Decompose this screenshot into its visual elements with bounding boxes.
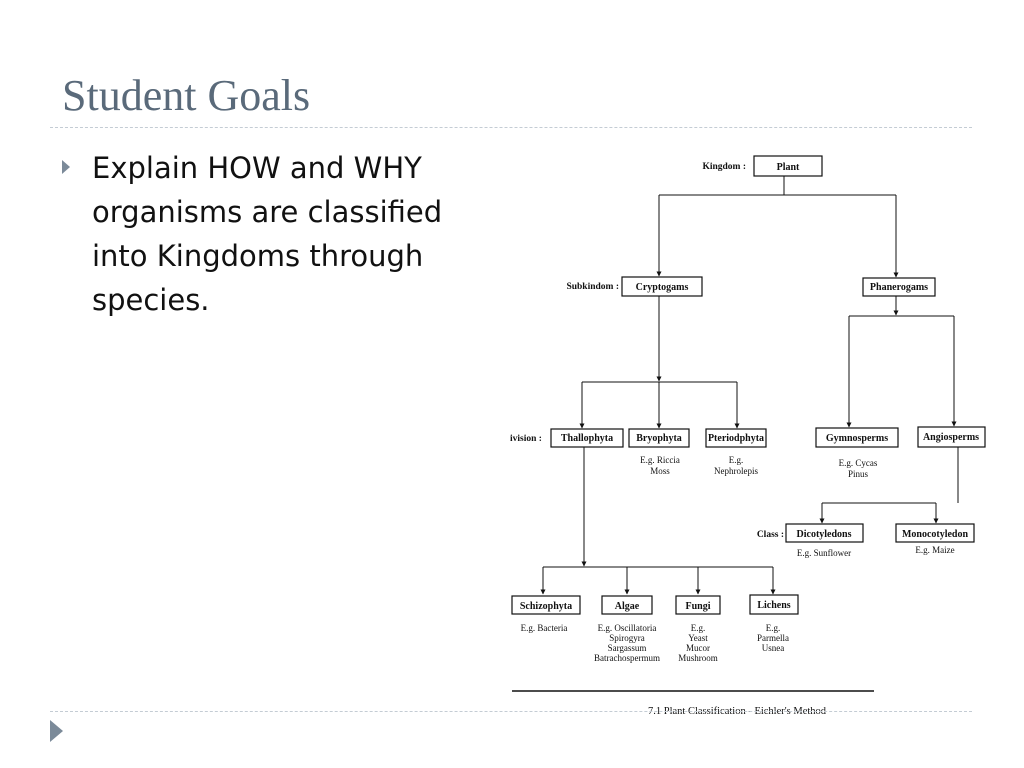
example-line: Mushroom [678, 653, 718, 663]
examples-pteridophyta: E.g. Nephrolepis [714, 455, 758, 476]
level-label-subkingdom: Subkindom : [566, 282, 619, 292]
examples-algae: E.g. Oscillatoria Spirogyra Sargassum Ba… [594, 623, 660, 663]
example-line: E.g. Riccia [640, 455, 680, 465]
node-label: Cryptogams [636, 282, 689, 293]
example-line: Moss [650, 466, 670, 476]
node-label: Monocotyledon [902, 529, 969, 540]
node-algae: Algae [601, 595, 653, 615]
node-plant: Plant [753, 155, 823, 177]
node-label: Gymnosperms [826, 433, 888, 444]
level-label-division: ivision : [510, 434, 542, 444]
node-label: Thallophyta [561, 433, 613, 444]
bullet-text: Explain HOW and WHY organisms are classi… [92, 151, 443, 317]
example-line: Pinus [848, 469, 869, 479]
node-fungi: Fungi [675, 595, 721, 615]
example-line: E.g. Sunflower [797, 548, 851, 558]
node-label: Lichens [757, 600, 790, 611]
example-line: E.g. Bacteria [521, 623, 568, 633]
example-line: E.g. [766, 623, 781, 633]
node-gymnosperms: Gymnosperms [815, 427, 899, 448]
node-label: Fungi [685, 601, 710, 612]
example-line: Spirogyra [609, 633, 645, 643]
node-label: Plant [777, 162, 800, 173]
example-line: E.g. [729, 455, 744, 465]
example-line: Mucor [686, 643, 710, 653]
node-phanerogams: Phanerogams [862, 277, 936, 297]
examples-dicotyledons: E.g. Sunflower [797, 548, 851, 558]
example-line: Batrachospermum [594, 653, 660, 663]
node-monocotyledon: Monocotyledon [895, 523, 975, 543]
example-line: E.g. Oscillatoria [598, 623, 657, 633]
examples-fungi: E.g. Yeast Mucor Mushroom [678, 623, 718, 663]
node-label: Bryophyta [636, 433, 682, 444]
corner-arrow-icon [50, 720, 63, 742]
example-line: E.g. Cycas [839, 458, 878, 468]
examples-gymnosperms: E.g. Cycas Pinus [839, 458, 878, 479]
node-label: Phanerogams [870, 282, 928, 293]
example-line: E.g. Maize [915, 545, 954, 555]
example-line: Usnea [762, 643, 785, 653]
node-schizophyta: Schizophyta [511, 595, 581, 615]
node-label: Algae [615, 601, 640, 612]
title-divider [50, 127, 972, 128]
node-dicotyledons: Dicotyledons [785, 523, 864, 543]
node-thallophyta: Thallophyta [550, 428, 624, 448]
node-pteridophyta: Pteriodphyta [705, 428, 767, 448]
node-lichens: Lichens [749, 594, 799, 615]
node-bryophyta: Bryophyta [628, 428, 690, 448]
bullet-arrow-icon [62, 160, 70, 174]
footer-divider [50, 711, 972, 712]
example-line: Nephrolepis [714, 466, 758, 476]
node-angiosperms: Angiosperms [917, 426, 986, 448]
example-line: Sargassum [608, 643, 647, 653]
node-label: Pteriodphyta [708, 433, 764, 444]
level-label-kingdom: Kingdom : [702, 162, 746, 172]
example-line: Yeast [688, 633, 708, 643]
examples-monocotyledon: E.g. Maize [915, 545, 954, 555]
example-line: Parmella [757, 633, 789, 643]
level-label-class: Class : [757, 530, 784, 540]
node-label: Angiosperms [923, 432, 979, 443]
example-line: E.g. [691, 623, 706, 633]
examples-bryophyta: E.g. Riccia Moss [640, 455, 680, 476]
connector-lines [512, 176, 959, 692]
examples-schizophyta: E.g. Bacteria [521, 623, 568, 633]
node-label: Dicotyledons [797, 529, 852, 540]
plant-classification-diagram: Kingdom : Subkindom : ivision : Class : … [510, 155, 986, 717]
slide-title: Student Goals [62, 71, 311, 120]
node-label: Schizophyta [520, 601, 572, 612]
node-cryptogams: Cryptogams [621, 276, 703, 297]
examples-lichens: E.g. Parmella Usnea [757, 623, 789, 653]
